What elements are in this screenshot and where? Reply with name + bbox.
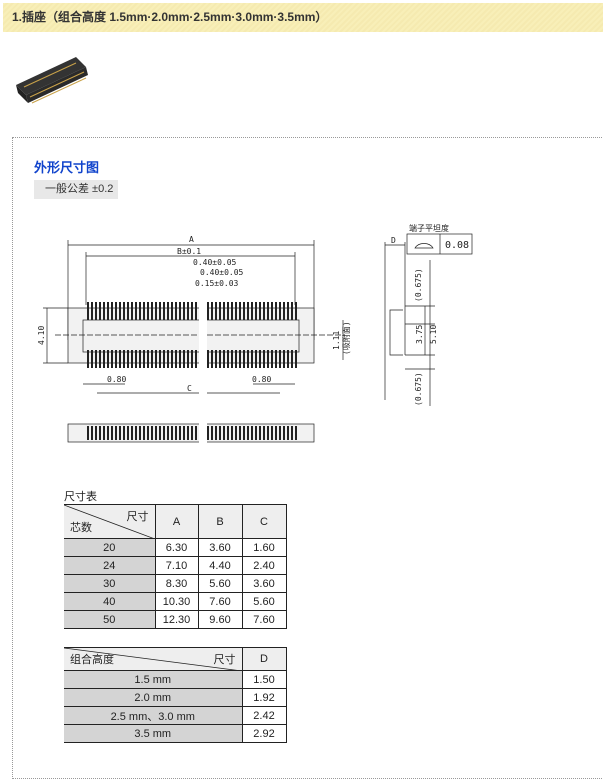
- height-cell: 2.5 mm、3.0 mm: [64, 706, 243, 725]
- dim-inner: 3.75: [415, 325, 424, 344]
- pins-cell: 40: [64, 592, 156, 611]
- dim-b: B±0.1: [177, 247, 201, 256]
- b-cell: 3.60: [197, 538, 243, 557]
- corner-top-label: 尺寸: [126, 511, 149, 523]
- c-cell: 5.60: [241, 592, 287, 611]
- b-cell: 7.60: [197, 592, 243, 611]
- a-cell: 6.30: [154, 538, 199, 557]
- d-cell: 2.92: [241, 724, 287, 743]
- corner-header: 尺寸 芯数: [64, 504, 156, 539]
- dim-a: A: [189, 235, 194, 244]
- dim-pitch1: 0.40±0.05: [193, 258, 237, 267]
- c-cell: 2.40: [241, 556, 287, 575]
- pins-cell: 50: [64, 610, 156, 629]
- dim-pin-width: 0.15±0.03: [195, 279, 239, 288]
- dimension-section: [12, 137, 603, 779]
- corner-bottom-label: 组合高度: [70, 654, 114, 666]
- size-table-caption: 尺寸表: [64, 491, 97, 503]
- c-cell: 1.60: [241, 538, 287, 557]
- b-cell: 5.60: [197, 574, 243, 593]
- dim-suction: 1.11: [332, 331, 341, 350]
- dim-margin-left: 0.80: [107, 375, 126, 384]
- dim-margin-right: 0.80: [252, 375, 271, 384]
- col-header-d: D: [241, 647, 287, 671]
- pins-cell: 24: [64, 556, 156, 575]
- dim-outer: 5.10: [429, 325, 438, 344]
- flatness-label: 端子平坦度: [409, 223, 449, 233]
- c-cell: 7.60: [241, 610, 287, 629]
- a-cell: 12.30: [154, 610, 199, 629]
- b-cell: 4.40: [197, 556, 243, 575]
- corner-top-label: 尺寸: [213, 654, 236, 666]
- d-cell: 1.92: [241, 688, 287, 707]
- dim-height: 4.10: [37, 326, 46, 345]
- pins-cell: 30: [64, 574, 156, 593]
- dim-suction-label: (吸附面): [341, 321, 351, 355]
- dim-c: C: [187, 384, 192, 393]
- section-title: 外形尺寸图: [34, 160, 100, 175]
- corner-header: 尺寸 组合高度: [64, 647, 243, 671]
- a-cell: 10.30: [154, 592, 199, 611]
- connector-photo: [16, 57, 88, 104]
- flatness-value: 0.08: [445, 240, 469, 251]
- tolerance-label: 一般公差 ±0.2: [34, 180, 118, 199]
- dim-side-top: (0.675): [414, 268, 423, 302]
- height-cell: 2.0 mm: [64, 688, 243, 707]
- a-cell: 7.10: [154, 556, 199, 575]
- corner-bottom-label: 芯数: [70, 522, 92, 534]
- c-cell: 3.60: [241, 574, 287, 593]
- dim-pitch2: 0.40±0.05: [200, 268, 244, 277]
- height-cell: 1.5 mm: [64, 670, 243, 689]
- section-banner: 1.插座（组合高度 1.5mm·2.0mm·2.5mm·3.0mm·3.5mm）: [3, 3, 603, 32]
- col-header-c: C: [241, 504, 287, 539]
- a-cell: 8.30: [154, 574, 199, 593]
- dim-side-bottom: (0.675): [414, 372, 423, 406]
- d-cell: 1.50: [241, 670, 287, 689]
- d-cell: 2.42: [241, 706, 287, 725]
- col-header-b: B: [197, 504, 243, 539]
- col-header-a: A: [154, 504, 199, 539]
- pins-cell: 20: [64, 538, 156, 557]
- height-cell: 3.5 mm: [64, 724, 243, 743]
- dim-d: D: [391, 236, 396, 245]
- b-cell: 9.60: [197, 610, 243, 629]
- dimension-drawing: A B±0.1 0.40±0.05 0.40±0.05 0.15±0.03 4.…: [37, 223, 473, 450]
